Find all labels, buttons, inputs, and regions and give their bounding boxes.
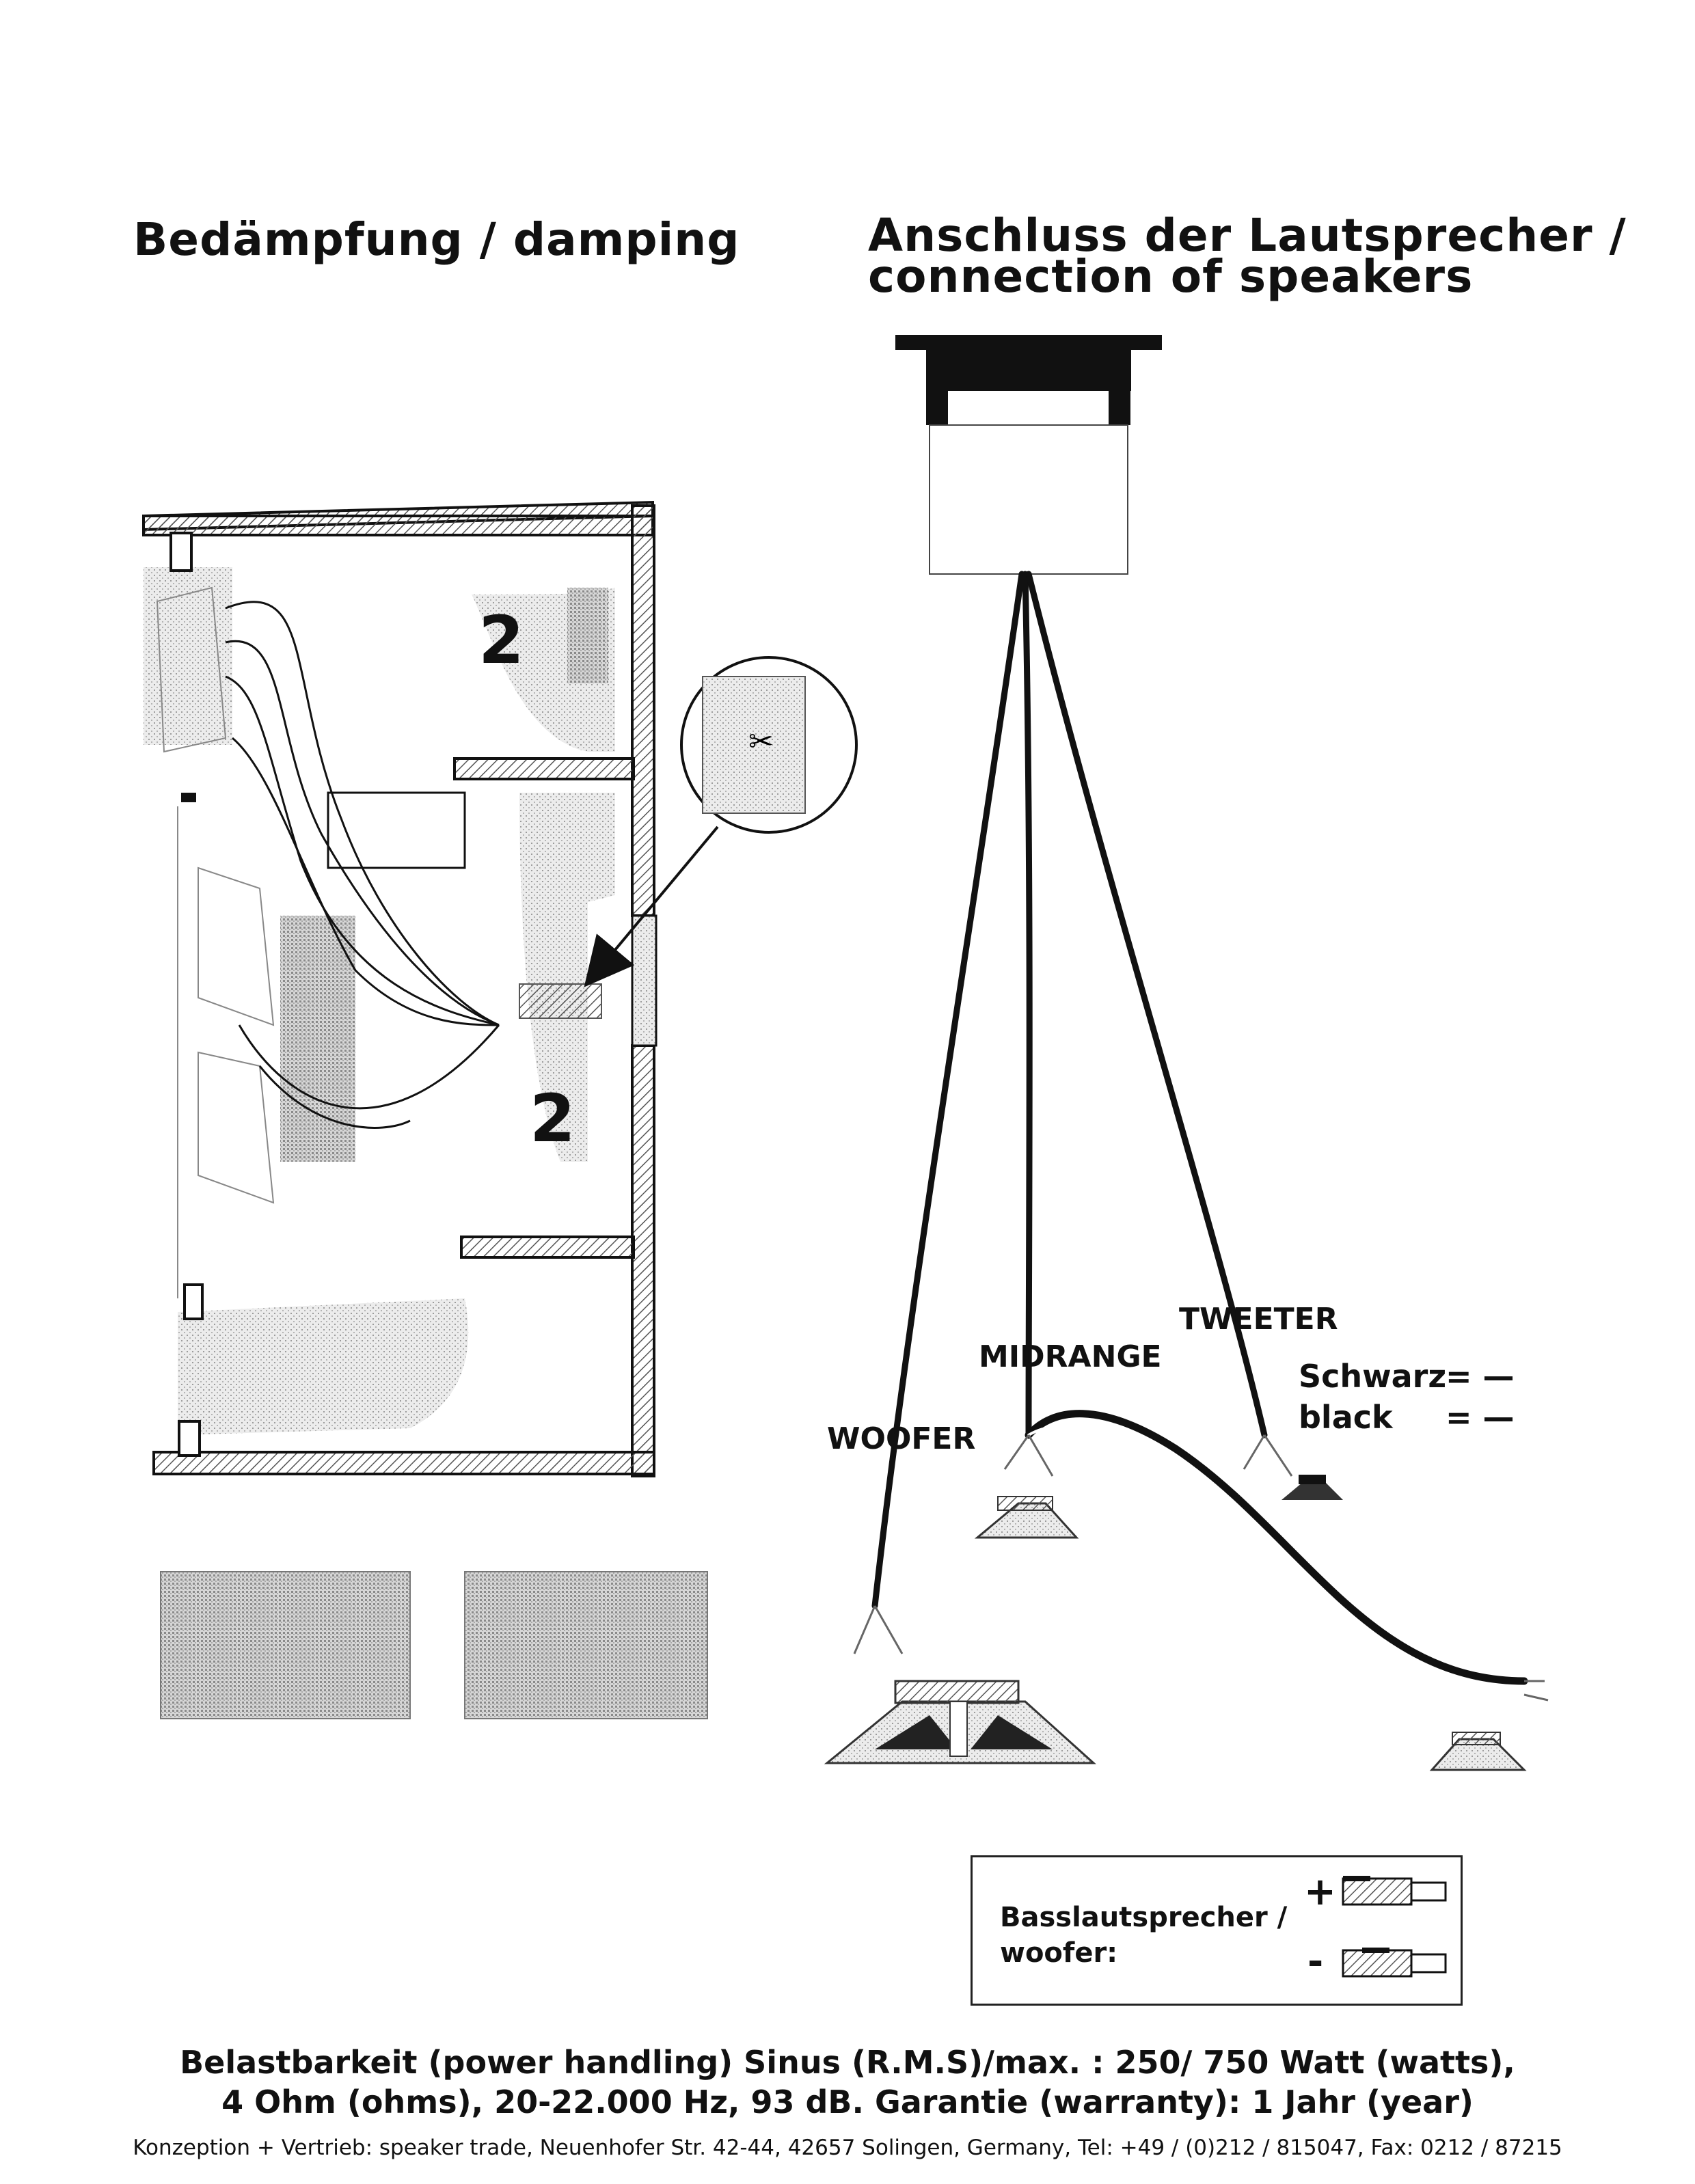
black-polarity: = — (1446, 1399, 1515, 1436)
tweeter-label: TWEETER (1179, 1302, 1338, 1337)
minus-connector-icon (1342, 1948, 1447, 1978)
foam-panel-left (160, 1571, 411, 1719)
tweeter-speaker (1282, 1475, 1343, 1500)
damping-heading: Bedämpfung / damping (133, 213, 740, 266)
midrange-label: MIDRANGE (979, 1339, 1162, 1374)
legend-line2: woofer: (1000, 1937, 1118, 1969)
foam-upper-corner (567, 588, 608, 683)
internal-wires (225, 601, 500, 1129)
legend-minus: - (1307, 1939, 1324, 1984)
black-label: black (1299, 1399, 1394, 1436)
foam-woofer-block (280, 916, 355, 1162)
cabinet-section-drawing: 2 2 (142, 500, 657, 1477)
connection-heading-line1: Anschluss der Lautsprecher / (868, 209, 1627, 262)
bass-cable (1025, 1410, 1528, 1685)
legend-text: Basslautsprecher / woofer: (1000, 1900, 1287, 1971)
connection-heading-line2: connection of speakers (868, 250, 1474, 303)
foam-middle-right (519, 793, 615, 1162)
bass-speaker (1429, 1732, 1527, 1771)
woofer-cable (871, 571, 1025, 1609)
specs-warranty-line: 4 Ohm (ohms), 20-22.000 Hz, 93 dB. Garan… (221, 2084, 1474, 2120)
woofer-speaker (824, 1680, 1096, 1764)
schwarz-polarity: = — (1446, 1358, 1515, 1395)
woofer-label: WOOFER (827, 1421, 975, 1456)
legend-plus: + (1304, 1870, 1336, 1914)
cabinet-back-wall-upper (631, 504, 655, 917)
legend-line1: Basslautsprecher / (1000, 1902, 1288, 1933)
schwarz-label: Schwarz (1299, 1358, 1446, 1395)
front-baffle-bottom-stub (178, 1420, 201, 1457)
scissors-icon: ✂ (748, 724, 774, 759)
cabinet-back-wall-lower (631, 1044, 655, 1477)
tweeter-cable (1025, 571, 1268, 1438)
distributor-line: Konzeption + Vertrieb: speaker trade, Ne… (133, 2135, 1562, 2160)
lower-shelf (460, 1236, 635, 1259)
midrange-speaker (974, 1496, 1079, 1539)
connection-drawing (824, 335, 1549, 1771)
terminal-plate-top (895, 335, 1162, 350)
foam-panel-right (464, 1571, 708, 1719)
midrange-cable (1022, 571, 1033, 1438)
foam-bottom (178, 1298, 469, 1435)
power-handling-line: Belastbarkeit (power handling) Sinus (R.… (180, 2044, 1515, 2081)
woofer-polarity-legend: Basslautsprecher / woofer: + - (971, 1855, 1463, 2006)
upper-shelf (453, 757, 635, 780)
chamber-upper-label: 2 (478, 602, 524, 679)
crossover-box (327, 791, 466, 869)
detail-magnifier: ✂ (584, 656, 858, 987)
front-baffle-top-stub (170, 532, 193, 572)
plus-connector-icon (1342, 1876, 1447, 1906)
chamber-lower-label: 2 (530, 1080, 575, 1157)
terminal-body (929, 424, 1128, 575)
terminal-port (631, 914, 657, 1047)
cabinet-bottom-wall (152, 1451, 655, 1475)
